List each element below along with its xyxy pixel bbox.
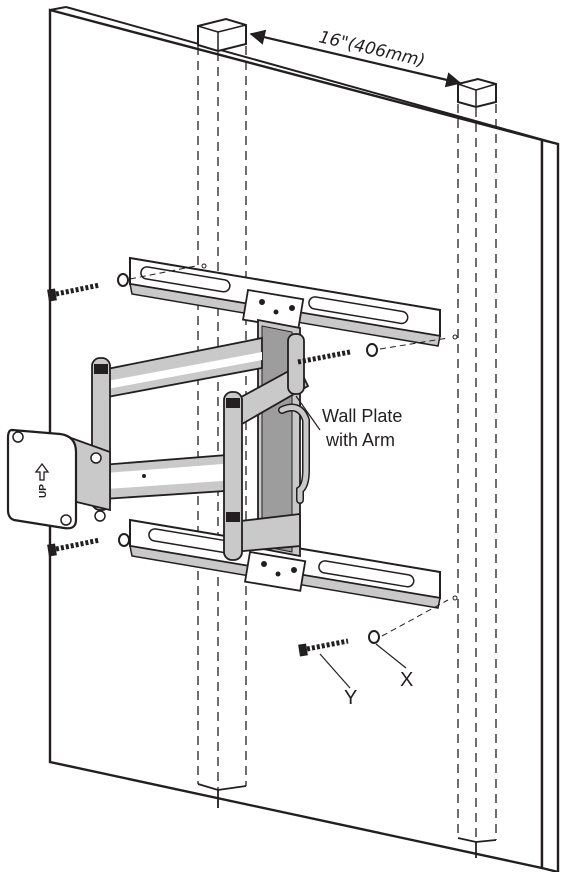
bolt-upper-left bbox=[47, 263, 207, 302]
lower-wall-rail bbox=[129, 518, 441, 609]
bolt-lower-right bbox=[298, 595, 458, 657]
tv-plate: UP bbox=[6, 428, 111, 530]
stud-left-top bbox=[197, 17, 247, 53]
stud-bottoms bbox=[197, 783, 497, 858]
stud-hidden-lines bbox=[197, 46, 497, 842]
cable-bracket bbox=[278, 403, 310, 504]
wall-plate-label-line2: with Arm bbox=[325, 430, 395, 450]
up-arrow-icon bbox=[34, 462, 50, 481]
y-label: Y bbox=[344, 687, 357, 709]
stud-right-top bbox=[457, 77, 497, 109]
wall-plate-label-line1: Wall Plate bbox=[322, 406, 402, 426]
bolt-upper-right bbox=[297, 334, 458, 365]
x-label: X bbox=[400, 669, 413, 691]
upper-wall-rail bbox=[129, 256, 441, 347]
callout-x: X bbox=[375, 643, 413, 691]
bolt-lower-left bbox=[47, 533, 130, 557]
callout-y: Y bbox=[319, 653, 357, 709]
callout-wall-plate: Wall Plate with Arm bbox=[295, 395, 402, 450]
fasteners bbox=[47, 263, 458, 657]
up-text: UP bbox=[38, 484, 49, 498]
dimension-label: 16"(406mm) bbox=[317, 27, 427, 71]
articulating-arms bbox=[87, 336, 310, 553]
